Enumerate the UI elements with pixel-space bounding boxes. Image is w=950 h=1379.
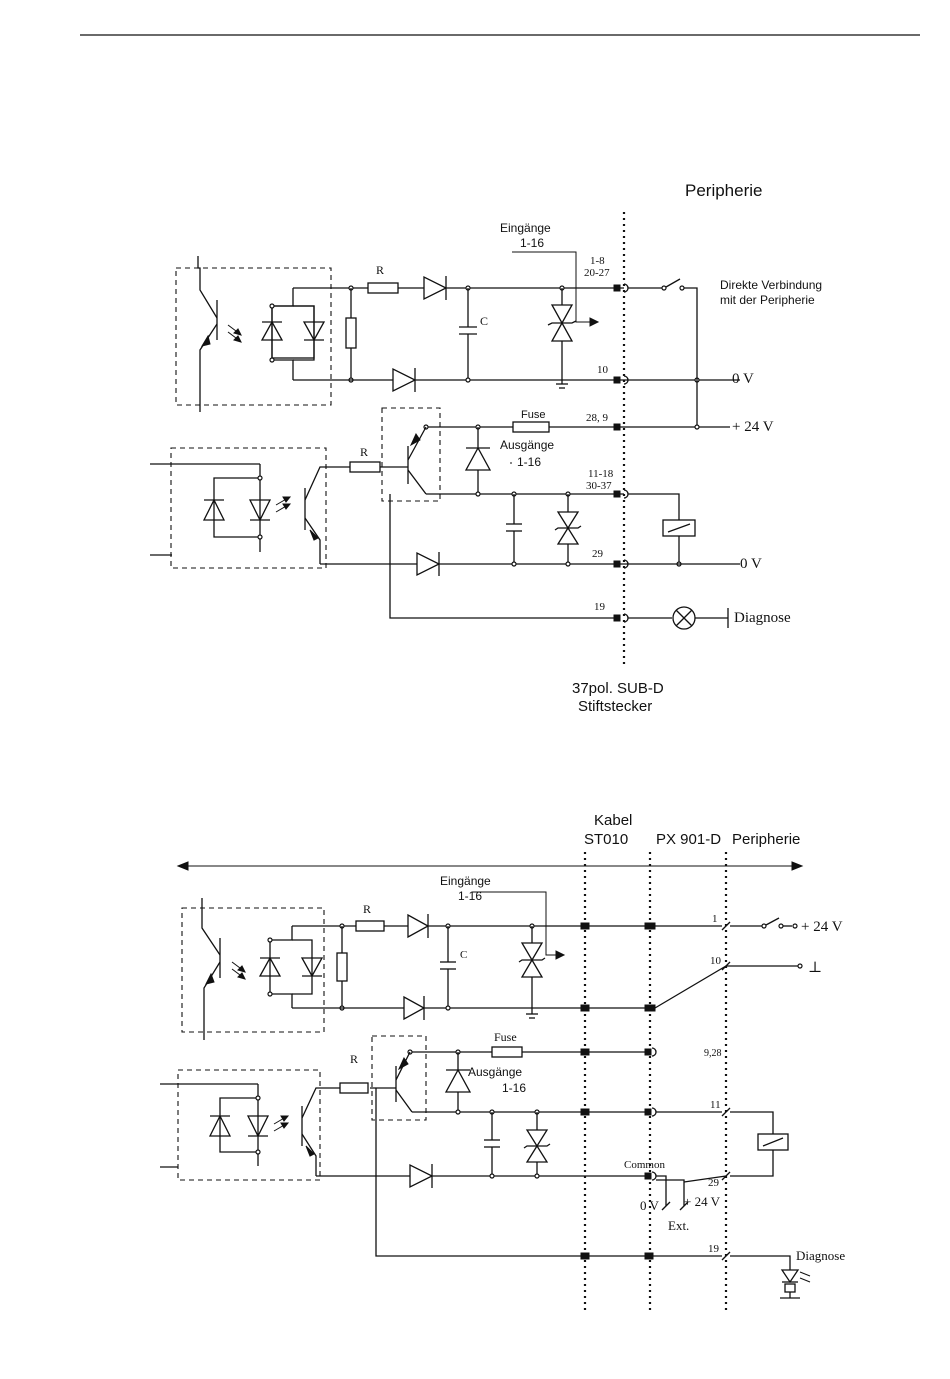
svg-text:Diagnose: Diagnose	[734, 610, 791, 626]
d2-output-transistor-box	[371, 1035, 427, 1121]
svg-text:28, 9: 28, 9	[586, 412, 609, 424]
svg-text:0 V: 0 V	[740, 556, 762, 572]
svg-text:Ext.: Ext.	[668, 1218, 689, 1233]
svg-text:29: 29	[708, 1177, 720, 1189]
d1-output-opto-box	[170, 447, 327, 569]
svg-text:Ausgänge: Ausgänge	[468, 1065, 522, 1079]
d1-switch	[665, 278, 681, 288]
d1-input-diode	[423, 275, 448, 301]
d2-input-diode	[407, 913, 430, 939]
diagram-1: Peripherie R	[150, 181, 822, 715]
svg-text:1-16: 1-16	[458, 889, 482, 903]
svg-text:0 V: 0 V	[732, 371, 754, 387]
svg-text:+ 24 V: + 24 V	[801, 919, 843, 935]
d2-fuse	[491, 1046, 523, 1058]
svg-text:10: 10	[597, 364, 609, 376]
d1-shunt-resistor	[345, 317, 357, 349]
d1-output-tvs	[556, 511, 580, 545]
svg-text:30-37: 30-37	[586, 480, 612, 492]
svg-text:1-16: 1-16	[517, 455, 541, 469]
svg-text:1-8: 1-8	[590, 255, 605, 267]
svg-text:20-27: 20-27	[584, 267, 610, 279]
svg-text:1-16: 1-16	[520, 236, 544, 250]
d2-output-tvs	[525, 1129, 549, 1163]
diagram-2: Kabel ST010 PX 901-D Peripherie R	[160, 812, 845, 1310]
d2-diagnose-led	[780, 1269, 800, 1284]
d2-freewheel-diode	[444, 1068, 472, 1093]
svg-text:11-18: 11-18	[588, 468, 614, 480]
svg-text:10: 10	[710, 955, 722, 967]
d1-return-diode	[392, 367, 417, 393]
d1-fuse	[512, 421, 550, 433]
d2-switch	[765, 917, 780, 926]
d1-tvs-diode	[550, 304, 574, 342]
d2-output-opto-box	[177, 1069, 321, 1181]
svg-text:⊥: ⊥	[808, 960, 822, 976]
svg-text:9,28: 9,28	[704, 1048, 722, 1059]
svg-text:29: 29	[592, 548, 604, 560]
svg-text:ST010: ST010	[584, 831, 628, 848]
svg-text:Eingänge: Eingänge	[440, 874, 491, 888]
svg-text:37pol. SUB-D: 37pol. SUB-D	[572, 680, 664, 697]
svg-text:Fuse: Fuse	[521, 409, 545, 421]
svg-text:Eingänge: Eingänge	[500, 221, 551, 235]
svg-text:R: R	[363, 902, 371, 916]
svg-text:Kabel: Kabel	[594, 812, 632, 829]
d1-title: Peripherie	[685, 181, 763, 200]
svg-text:mit der Peripherie: mit der Peripherie	[720, 293, 815, 307]
svg-text:Common: Common	[624, 1159, 665, 1171]
d1-resistor-r	[367, 282, 399, 294]
d1-input-opto-box	[175, 267, 332, 406]
svg-text:R: R	[350, 1052, 358, 1066]
svg-text:+ 24 V: + 24 V	[684, 1194, 721, 1209]
svg-text:R: R	[376, 263, 384, 277]
svg-text:Ausgänge: Ausgänge	[500, 438, 554, 452]
svg-text:Direkte Verbindung: Direkte Verbindung	[720, 278, 822, 292]
svg-text:1-16: 1-16	[502, 1081, 526, 1095]
d2-resistor-r	[355, 920, 385, 932]
d1-freewheel-diode	[464, 446, 492, 471]
d2-output-return-diode	[409, 1163, 434, 1189]
svg-text:Peripherie: Peripherie	[732, 831, 800, 848]
d2-return-diode	[403, 995, 426, 1021]
svg-text:+ 24 V: + 24 V	[732, 419, 774, 435]
svg-text:PX 901-D: PX 901-D	[656, 831, 721, 848]
svg-text:11: 11	[710, 1099, 721, 1111]
d1-output-resistor	[349, 461, 381, 473]
svg-text:Stiftstecker: Stiftstecker	[578, 698, 652, 715]
svg-text:1: 1	[712, 913, 718, 925]
svg-text:Fuse: Fuse	[494, 1030, 517, 1044]
svg-text:R: R	[360, 445, 368, 459]
d1-output-return-diode	[416, 551, 441, 577]
svg-text:Diagnose: Diagnose	[796, 1248, 845, 1263]
svg-text:C: C	[480, 314, 488, 328]
svg-text:0 V: 0 V	[640, 1198, 660, 1213]
svg-text:C: C	[460, 949, 467, 961]
d2-input-opto-box	[181, 907, 325, 1033]
d2-output-resistor	[339, 1082, 369, 1094]
svg-text:19: 19	[708, 1243, 720, 1255]
d2-tvs-diode	[520, 942, 544, 978]
d1-output-transistor-box	[381, 407, 441, 502]
svg-text:19: 19	[594, 601, 606, 613]
